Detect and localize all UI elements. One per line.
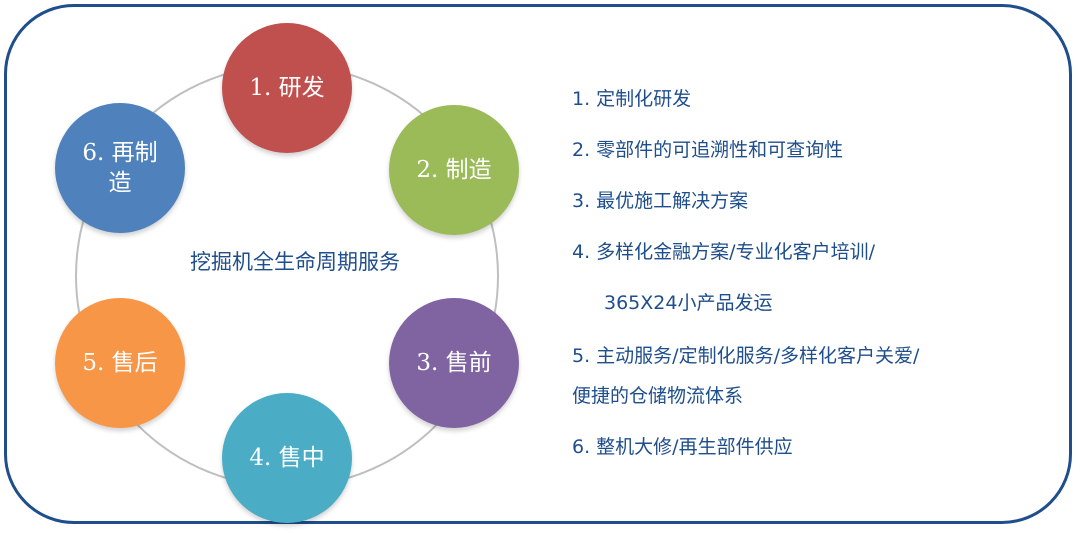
node-research: 1. 研发 <box>222 23 352 153</box>
node-manufacturing-label: 2. 制造 <box>416 157 492 183</box>
list-item: 3. 最优施工解决方案 <box>572 190 749 212</box>
node-pre-sales-label: 3. 售前 <box>416 350 492 376</box>
list-item: 1. 定制化研发 <box>572 88 692 110</box>
list-item: 6. 整机大修/再生部件供应 <box>572 436 793 458</box>
node-pre-sales: 3. 售前 <box>389 298 519 428</box>
node-in-sales-label: 4. 售中 <box>249 445 325 471</box>
node-remanufacturing-label: 6. 再制造 <box>82 140 158 196</box>
list-item-continuation: 便捷的仓储物流体系 <box>572 385 744 407</box>
center-label: 挖掘机全生命周期服务 <box>190 250 400 274</box>
node-manufacturing: 2. 制造 <box>389 105 519 235</box>
list-item-continuation: 365X24小产品发运 <box>604 292 773 314</box>
node-after-sales: 5. 售后 <box>55 298 185 428</box>
node-after-sales-label: 5. 售后 <box>82 350 158 376</box>
list-item: 4. 多样化金融方案/专业化客户培训/ <box>572 241 875 263</box>
rounded-frame <box>4 4 1072 524</box>
node-remanufacturing: 6. 再制造 <box>55 103 185 233</box>
node-research-label: 1. 研发 <box>249 75 325 101</box>
list-item: 5. 主动服务/定制化服务/多样化客户关爱/ <box>572 345 920 367</box>
list-item: 2. 零部件的可追溯性和可查询性 <box>572 139 844 161</box>
node-in-sales: 4. 售中 <box>222 393 352 523</box>
